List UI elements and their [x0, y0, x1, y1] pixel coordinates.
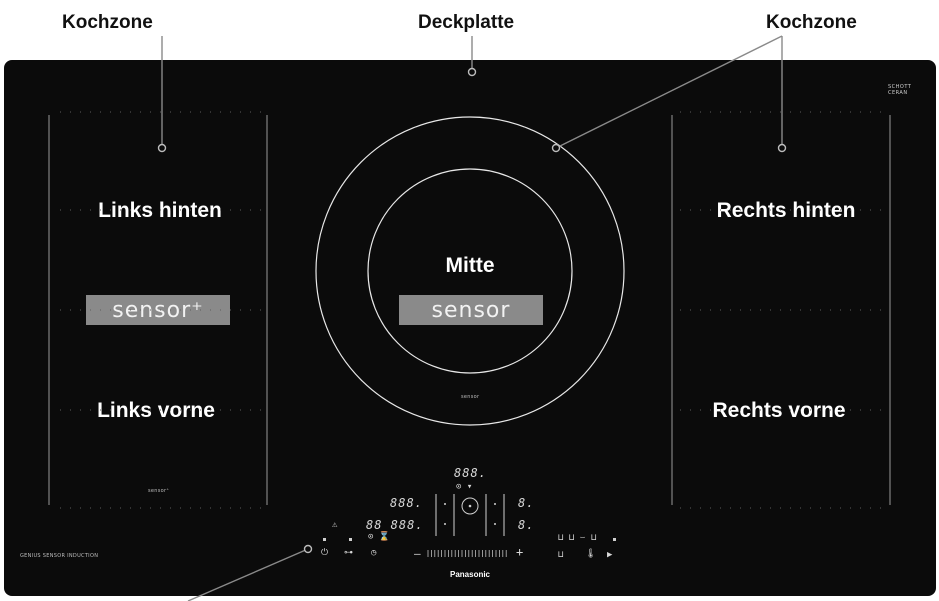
- center-sensor-small-label: sensor: [461, 394, 480, 400]
- cover-plate-pointer-dot: [467, 67, 477, 77]
- timer-clock-icon: ⊙ ⌛: [368, 532, 391, 542]
- boil-pot-icon[interactable]: ⊔: [558, 550, 564, 560]
- center-zone-pointer-line: [555, 35, 783, 149]
- zone-label-right-rear: Rechts hinten: [716, 199, 856, 222]
- play-pause-icon[interactable]: ▶: [607, 550, 613, 560]
- center-control-ring: [461, 497, 479, 515]
- control-panel-pointer-line: [187, 548, 309, 601]
- control-panel-pointer-dot: [303, 544, 313, 554]
- center-zone-outer-ring: [315, 116, 625, 426]
- product-line-label: GENIUS SENSOR INDUCTION: [20, 553, 99, 559]
- left-display-top: 888.: [390, 496, 423, 510]
- left-zone-pointer-dot: [157, 143, 167, 153]
- thermometer-icon[interactable]: 🌡: [585, 549, 597, 559]
- left-display-bottom: 88 888.: [366, 518, 424, 532]
- right-zone-pointer-dot: [777, 143, 787, 153]
- panasonic-brand: Panasonic: [449, 570, 491, 579]
- right-zone-dotted-guides: [680, 111, 885, 509]
- schott-text: SCHOTT: [888, 84, 912, 90]
- timer-icon[interactable]: ◷: [371, 548, 377, 558]
- center-zone-pointer-dot: [551, 143, 561, 153]
- center-zone-inner-ring: [367, 168, 573, 374]
- control-divider-lines: [435, 494, 505, 536]
- top-power-display: 888.: [454, 466, 487, 480]
- callout-cover-plate: Deckplatte: [418, 12, 515, 33]
- right-digit-bottom: 8.: [518, 518, 535, 532]
- left-zone-dotted-guides: [60, 111, 262, 509]
- warning-triangle-icon: ⚠: [332, 520, 338, 530]
- key-lock-icon[interactable]: ⊶: [344, 548, 353, 558]
- callout-left-cooking-zone: Kochzone: [62, 12, 153, 33]
- zone-label-left-front: Links vorne: [97, 399, 215, 422]
- power-slider-ticks: [427, 550, 507, 557]
- callout-right-cooking-zone: Kochzone: [766, 12, 857, 33]
- control-dots: [323, 503, 616, 541]
- timer-arrow-icon[interactable]: ⊙ ▾: [456, 482, 473, 492]
- zone-label-center: Mitte: [445, 254, 495, 277]
- ceran-text: CERAN: [888, 90, 908, 96]
- sensor-badge-center: sensor: [399, 295, 543, 325]
- minus-button[interactable]: —: [414, 547, 421, 560]
- right-digit-top: 8.: [518, 496, 535, 510]
- left-sensor-small-label: sensor⁺: [148, 488, 170, 494]
- schott-ceran-logo: SCHOTT CERAN: [888, 84, 911, 96]
- power-icon[interactable]: ⏻: [321, 548, 329, 558]
- plus-button[interactable]: +: [516, 545, 524, 559]
- zone-label-right-front: Rechts vorne: [712, 399, 846, 422]
- cookware-symbols-icon[interactable]: ⊔ ⊔ ⌣ ⊔: [558, 533, 597, 543]
